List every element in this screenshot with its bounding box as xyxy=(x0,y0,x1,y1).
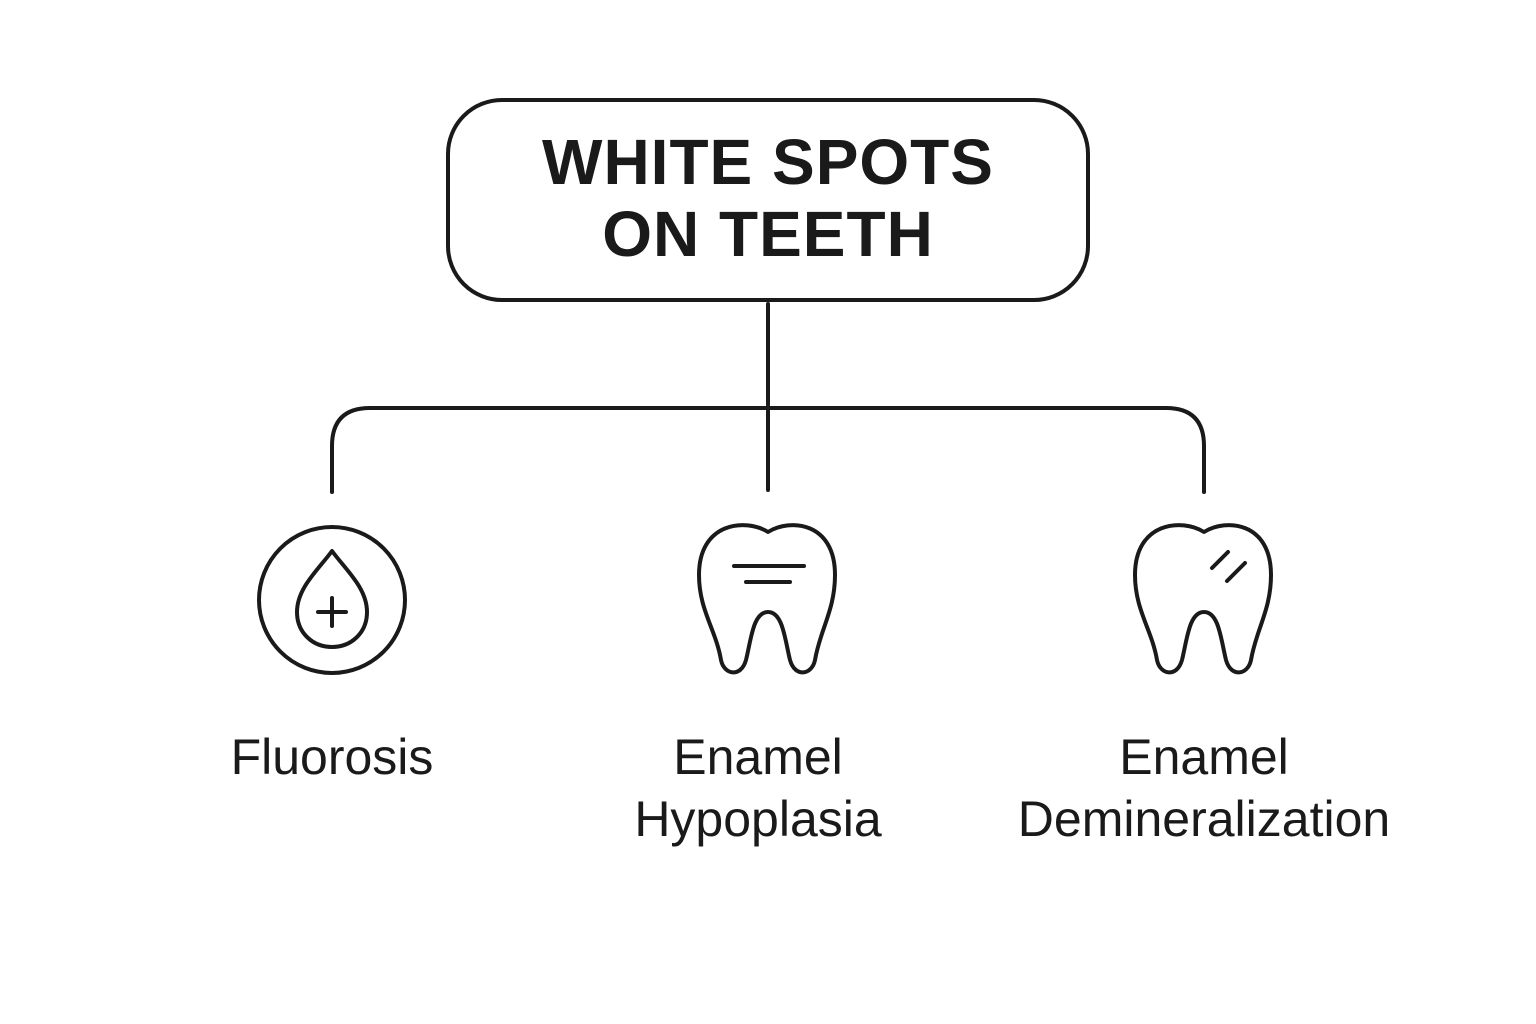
branch-label-fluorosis: Fluorosis xyxy=(182,726,482,788)
tooth-lines-icon xyxy=(697,523,837,675)
root-title: WHITE SPOTS ON TEETH xyxy=(542,126,994,270)
branch-label-enamel-hypoplasia: Enamel Hypoplasia xyxy=(578,726,938,850)
root-title-line1: WHITE SPOTS xyxy=(542,126,994,198)
branch-label-line2: Demineralization xyxy=(1017,791,1391,847)
branch-label-enamel-demineralization: Enamel Demineralization xyxy=(974,726,1434,850)
root-title-line2: ON TEETH xyxy=(602,198,934,270)
root-node: WHITE SPOTS ON TEETH xyxy=(446,98,1090,302)
connector-horizontal-bar xyxy=(330,406,1206,494)
branch-label-line1: Fluorosis xyxy=(230,729,434,785)
branch-label-line2: Hypoplasia xyxy=(634,791,882,847)
tooth-shine-icon xyxy=(1133,523,1273,675)
water-drop-plus-icon xyxy=(257,525,407,675)
branch-label-line1: Enamel xyxy=(1119,729,1289,785)
branch-label-line1: Enamel xyxy=(673,729,843,785)
